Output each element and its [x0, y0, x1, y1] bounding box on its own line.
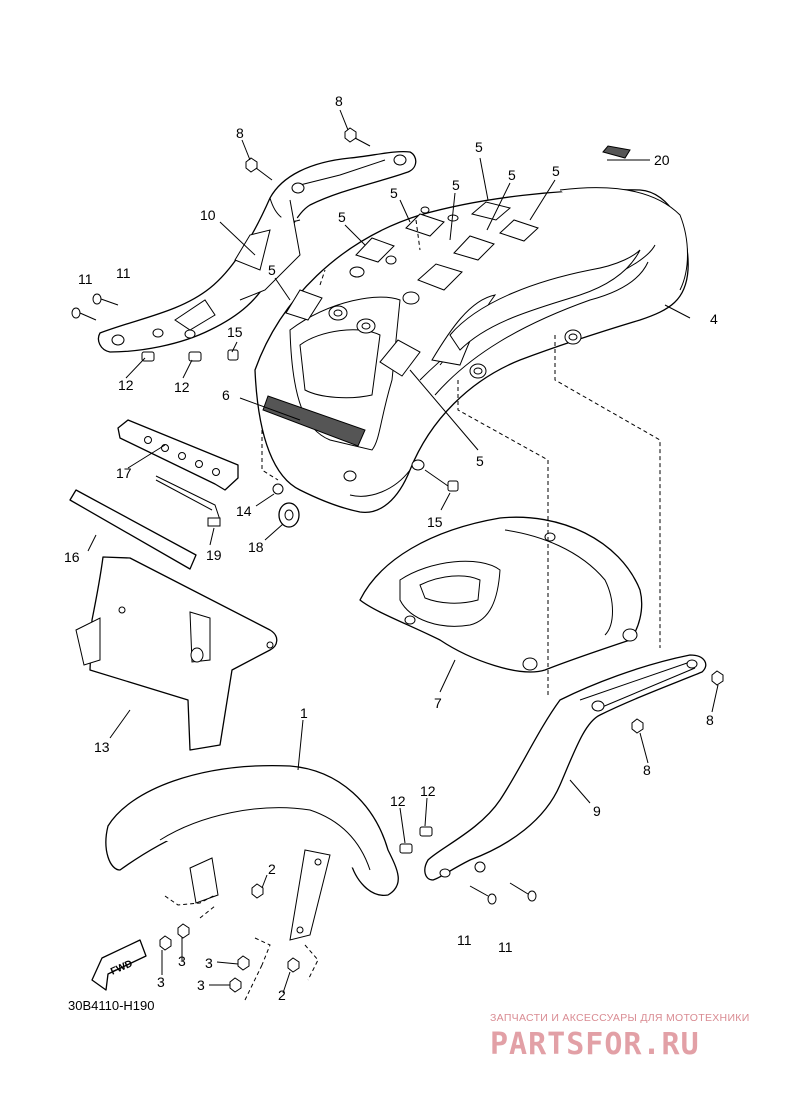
collar-part-12-a	[141, 351, 155, 362]
callout-16: 16	[64, 549, 80, 565]
callout-numbers: 1 2 2 3 3 3 3 4 5 5 5 5 5 5 5 5 6 7 8 8 …	[64, 93, 718, 1003]
callout-19: 19	[206, 547, 222, 563]
callout-11: 11	[78, 271, 93, 287]
callout-11: 11	[498, 939, 513, 955]
callout-13: 13	[94, 739, 110, 755]
bolt-part-3-a	[177, 923, 190, 939]
callout-12: 12	[174, 379, 190, 395]
callout-10: 10	[200, 207, 216, 223]
front-fender-part-1	[105, 764, 399, 896]
callout-2: 2	[278, 987, 286, 1003]
callout-12: 12	[118, 377, 134, 393]
callout-4: 4	[710, 311, 718, 327]
callout-7: 7	[434, 695, 442, 711]
callout-9: 9	[593, 803, 601, 819]
fender-bracket-right	[289, 849, 331, 941]
watermark-tagline: ЗАПЧАСТИ И АКСЕССУАРЫ ДЛЯ МОТОТЕХНИКИ	[490, 1012, 750, 1024]
bolt-part-8-b	[344, 127, 371, 147]
collar-part-12-b	[188, 351, 202, 362]
callout-2: 2	[268, 861, 276, 877]
callout-5: 5	[475, 139, 483, 155]
callout-8: 8	[335, 93, 343, 109]
watermark-brand: PARTSFOR.RU	[490, 1027, 700, 1062]
bolt-part-3-b	[159, 935, 172, 951]
screw-part-15-b	[424, 469, 459, 492]
callout-17: 17	[116, 465, 132, 481]
bolt-part-11-b	[92, 293, 119, 306]
bolt-part-3-d	[229, 977, 242, 993]
callout-12: 12	[420, 783, 436, 799]
plate-part-6	[262, 395, 366, 447]
callout-11: 11	[116, 265, 131, 281]
callout-5: 5	[552, 163, 560, 179]
strip-part-16	[69, 489, 197, 570]
callout-20: 20	[654, 152, 670, 168]
callout-1: 1	[300, 705, 308, 721]
callout-5: 5	[476, 453, 484, 469]
bolt-part-8-a	[245, 157, 273, 181]
inner-fender-part-7	[359, 516, 643, 673]
callout-3: 3	[157, 974, 165, 990]
bolt-part-11-d	[509, 882, 537, 902]
bolt-part-11-c	[469, 885, 497, 905]
callout-8: 8	[236, 125, 244, 141]
callout-11: 11	[457, 932, 472, 948]
callout-12: 12	[390, 793, 406, 809]
fwd-arrow-icon: FWD	[91, 939, 147, 991]
bolt-part-2-b	[287, 957, 300, 973]
callout-3: 3	[205, 955, 213, 971]
decal-part-20	[602, 145, 631, 159]
callout-3: 3	[197, 977, 205, 993]
collar-part-12-c	[399, 843, 413, 854]
grommet-part-14	[272, 483, 284, 495]
callout-5: 5	[508, 167, 516, 183]
diagram-code: 30B4110-H190	[68, 998, 155, 1013]
bolt-part-8-c	[711, 670, 724, 686]
callout-8: 8	[643, 762, 651, 778]
grab-bar-part-10	[97, 150, 417, 353]
bracket-part-17	[117, 419, 239, 491]
bolt-part-11-a	[71, 307, 97, 321]
screw-part-15-a	[227, 349, 239, 361]
grommet-part-18	[278, 502, 300, 528]
bolt-part-8-d	[631, 718, 644, 734]
callout-5: 5	[268, 262, 276, 278]
callout-18: 18	[248, 539, 264, 555]
callout-6: 6	[222, 387, 230, 403]
callout-8: 8	[706, 712, 714, 728]
callout-5: 5	[390, 185, 398, 201]
leader-lines	[87, 109, 719, 994]
callout-3: 3	[178, 953, 186, 969]
bolt-part-2-a	[251, 883, 264, 899]
dashed-guide-lines	[164, 219, 661, 1001]
grab-bar-part-9	[424, 654, 707, 881]
collar-part-12-d	[419, 826, 433, 837]
callout-15: 15	[227, 324, 243, 340]
callout-15: 15	[427, 514, 443, 530]
rubber-pads-part-5	[285, 201, 539, 377]
callout-5: 5	[338, 209, 346, 225]
cable-tie-part-19	[155, 475, 221, 527]
license-bracket-part-13	[75, 556, 278, 751]
bolt-part-3-c	[237, 955, 250, 971]
fender-bracket-left	[189, 857, 219, 904]
watermark: ЗАПЧАСТИ И АКСЕССУАРЫ ДЛЯ МОТОТЕХНИКИ PA…	[490, 1012, 750, 1062]
callout-5: 5	[452, 177, 460, 193]
callout-14: 14	[236, 503, 252, 519]
